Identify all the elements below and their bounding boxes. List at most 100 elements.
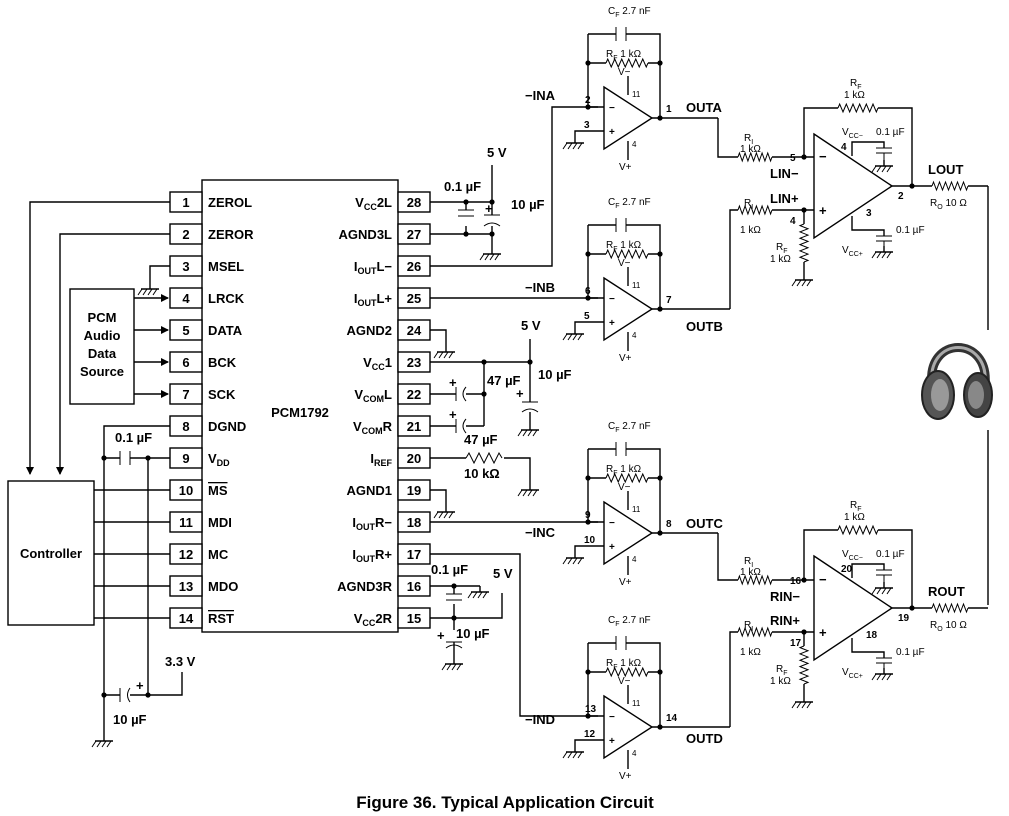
pin-name: MDI [208, 515, 232, 530]
iref-wire [430, 457, 531, 484]
cf-label: CF 2.7 nF [608, 6, 651, 19]
iref-resistor-value: 10 kΩ [464, 466, 500, 481]
pin-name: ZEROL [208, 195, 252, 210]
rf-label: RF 1 kΩ [606, 658, 642, 671]
svg-text:4: 4 [632, 331, 637, 340]
supply-5v-right: 5 V [493, 566, 513, 581]
svg-text:1 kΩ: 1 kΩ [770, 254, 791, 265]
pin-name: VCC2R [354, 611, 393, 628]
ro-label: RO 10 Ω [930, 198, 967, 211]
resistor [737, 204, 773, 216]
rf-label: RF [776, 664, 788, 677]
control-bus-wires [94, 489, 170, 619]
svg-text:+: + [516, 386, 524, 401]
opamp-symbol [603, 500, 654, 566]
rf-label: RF 1 kΩ [606, 49, 642, 62]
ground-symbol [791, 696, 813, 709]
rf-label: RF 1 kΩ [606, 464, 642, 477]
svg-text:−: − [819, 149, 827, 164]
ground-symbol [479, 248, 501, 261]
pin-number: 12 [179, 547, 193, 562]
svg-text:−: − [609, 712, 615, 723]
vcom-caps [455, 386, 467, 434]
svg-text:4: 4 [632, 140, 637, 149]
svg-text:4: 4 [632, 555, 637, 564]
supply-5v-left: 5 V [487, 145, 507, 160]
resistor [605, 248, 649, 260]
ground-symbol [871, 160, 893, 173]
svg-text:0.1 µF: 0.1 µF [876, 549, 905, 560]
ground-symbol [91, 735, 113, 748]
svg-text:4: 4 [632, 749, 637, 758]
pin-number: 14 [179, 611, 194, 626]
svg-text:5: 5 [790, 153, 796, 164]
ground-symbol [871, 582, 893, 595]
cap-10uf-vcc2l: 10 µF [511, 197, 545, 212]
pin-name: SCK [208, 387, 236, 402]
pin-number: 4 [182, 291, 190, 306]
vplus-label: V+ [619, 162, 632, 173]
pin-number: 24 [407, 323, 422, 338]
controller-label: Controller [20, 546, 82, 561]
resistor [737, 151, 773, 163]
ri-label: RI [744, 198, 753, 211]
pin-name: IREF [370, 451, 392, 468]
pin-name: VCC1 [363, 355, 392, 372]
vdd-cap-value: 0.1 µF [115, 430, 152, 445]
pin-name: VCC2L [355, 195, 392, 212]
inv-pin-number: 9 [585, 510, 591, 521]
vcc2l-cap-01uf [458, 209, 474, 217]
resistor [931, 180, 969, 192]
resistor [931, 602, 969, 614]
cf-capacitor [615, 442, 627, 456]
supply-cap [876, 235, 892, 246]
opamp-symbol [603, 85, 654, 151]
svg-text:11: 11 [632, 90, 641, 99]
pin-name: AGND2 [346, 323, 392, 338]
output-label: LOUT [928, 162, 963, 177]
cf-capacitor [615, 218, 627, 232]
svg-text:1 kΩ: 1 kΩ [740, 225, 761, 236]
opamp-symbol [813, 132, 894, 240]
cap-10uf-vcc2r: 10 µF [456, 626, 490, 641]
pin-number: 6 [182, 355, 189, 370]
resistor [837, 524, 879, 536]
pcm-source-line2: Audio [84, 328, 121, 343]
svg-text:11: 11 [632, 281, 641, 290]
pin-number: 5 [182, 323, 189, 338]
svg-text:18: 18 [866, 630, 878, 641]
ground-symbol [441, 658, 463, 671]
pin-name: IOUTR− [352, 515, 392, 532]
vcc-plus-label: VCC+ [842, 667, 863, 680]
output-label: ROUT [928, 584, 965, 599]
ro-label: RO 10 Ω [930, 620, 967, 633]
pin-number: 16 [407, 579, 421, 594]
pin-name: ZEROR [208, 227, 254, 242]
ground-symbol [871, 246, 893, 259]
svg-text:−: − [609, 294, 615, 305]
inv-pin-number: 2 [585, 95, 591, 106]
svg-text:3: 3 [584, 120, 590, 131]
ground-symbol [562, 328, 584, 341]
cf-label: CF 2.7 nF [608, 197, 651, 210]
svg-text:0.1 µF: 0.1 µF [896, 225, 925, 236]
iv-output-label: OUTB [686, 319, 723, 334]
vplus-label: V+ [619, 771, 632, 782]
svg-text:0.1 µF: 0.1 µF [896, 647, 925, 658]
svg-text:1 kΩ: 1 kΩ [740, 567, 761, 578]
vplus-label: V+ [619, 577, 632, 588]
svg-text:+: + [609, 736, 615, 747]
figure-caption: Figure 36. Typical Application Circuit [356, 793, 654, 812]
iref-resistor [465, 451, 503, 465]
